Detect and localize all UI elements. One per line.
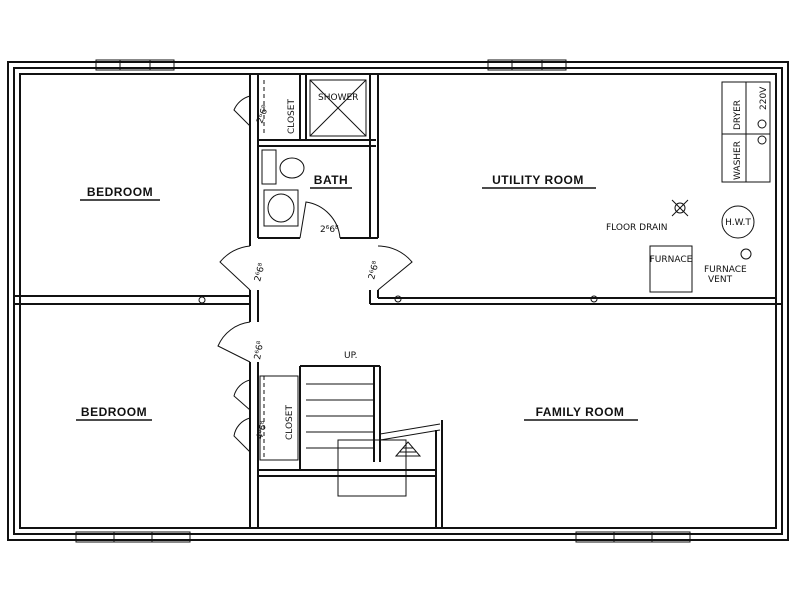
stair-treads xyxy=(306,383,441,497)
room-label-bedroom-top: BEDROOM xyxy=(87,185,153,199)
furnace-vent-label-2: VENT xyxy=(708,275,733,285)
utility-fixtures xyxy=(198,81,771,304)
interior-walls xyxy=(14,74,782,528)
closet-shelves xyxy=(259,80,299,461)
door-swings xyxy=(217,95,413,453)
room-label-family: FAMILY ROOM xyxy=(536,405,625,419)
door-size-closet-bottom: 4⁰6⁸ xyxy=(255,420,270,441)
closet-top-label: CLOSET xyxy=(287,99,297,134)
room-labels: BEDROOM BEDROOM BATH UTILITY ROOM FAMILY… xyxy=(76,173,638,421)
shower xyxy=(309,79,367,137)
closet-bottom-label: CLOSET xyxy=(285,405,295,440)
exterior-walls xyxy=(7,61,789,541)
door-size-bedroom-top: 2⁶6⁸ xyxy=(253,262,268,283)
room-label-utility: UTILITY ROOM xyxy=(492,173,584,187)
floor-drain-label: FLOOR DRAIN xyxy=(606,223,668,233)
furnace-vent-label-1: FURNACE xyxy=(704,265,747,275)
stairs-up-label: UP. xyxy=(344,351,357,361)
furnace-label: FURNACE xyxy=(650,255,693,265)
fixture-labels: SHOWER CLOSET CLOSET FLOOR DRAIN H.W.T F… xyxy=(285,86,769,440)
room-label-bedroom-bottom: BEDROOM xyxy=(81,405,147,419)
washer-label: WASHER xyxy=(733,141,743,180)
room-label-bath: BATH xyxy=(314,173,348,187)
door-size-utility: 2⁶6⁸ xyxy=(367,260,382,281)
windows xyxy=(75,59,691,543)
shower-label: SHOWER xyxy=(318,93,358,103)
bath-fixtures xyxy=(261,149,305,227)
dryer-label: DRYER xyxy=(733,100,743,130)
volt-label: 220V xyxy=(759,86,769,110)
hwt-label: H.W.T xyxy=(725,218,751,228)
door-size-labels: 2⁶6⁸ 2⁶6⁸ 2⁶6⁸ 2⁶6⁸ 2⁶6⁸ 4⁰6⁸ xyxy=(253,104,382,441)
door-size-bath: 2⁶6⁸ xyxy=(320,225,339,235)
door-size-bedroom-bottom: 2⁶6⁸ xyxy=(253,340,266,361)
